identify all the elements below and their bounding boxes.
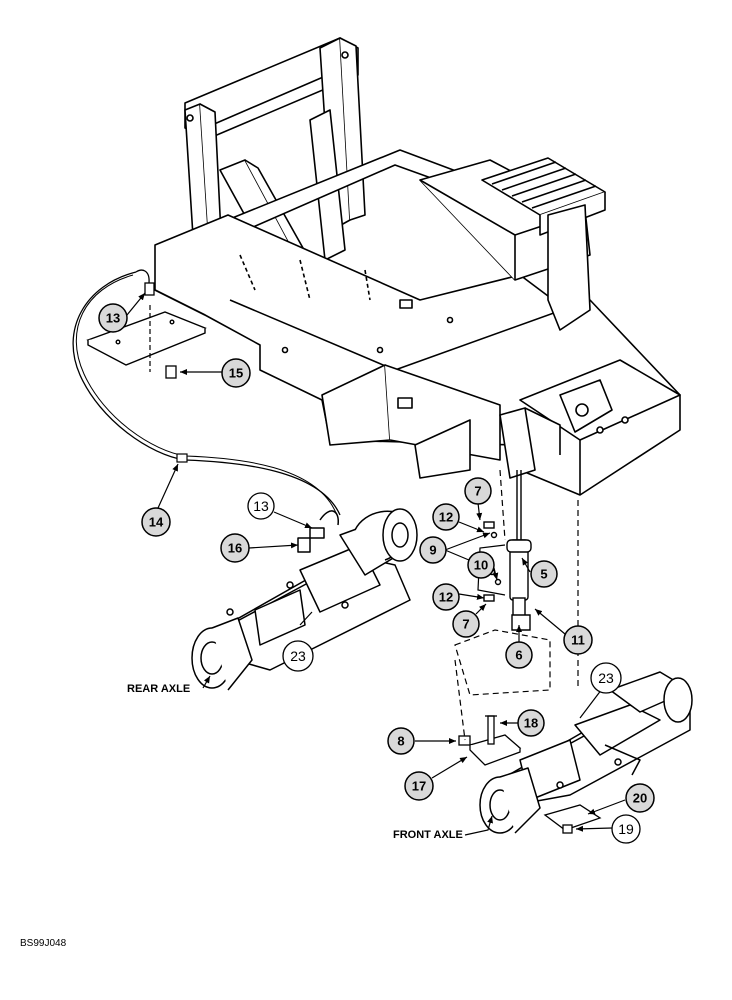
front-axle-label: FRONT AXLE [393,829,463,841]
callout-11: 11 [563,625,593,655]
callout-9-label: 9 [429,543,436,558]
drawing-code: BS99J048 [20,938,67,949]
callout-23-front-label: 23 [598,670,614,686]
callout-13-upper-label: 13 [106,311,120,326]
callout-23-front: 23 [590,662,622,694]
callout-7-upper: 7 [464,477,492,505]
callout-18-label: 18 [524,716,538,731]
callout-23-rear: 23 [282,640,314,672]
callout-7-upper-label: 7 [474,484,481,499]
callout-10: 10 [467,551,495,579]
assembly-lines [454,469,579,741]
rear-axle-assembly [191,508,418,691]
callout-8-label: 8 [397,734,404,749]
callout-20: 20 [625,783,655,813]
callout-23-rear-label: 23 [290,648,306,664]
callout-14: 14 [141,507,171,537]
mounting-plate [86,311,207,366]
callout-7-lower: 7 [452,610,480,638]
fitting-15 [165,365,177,379]
axle-pad [543,804,602,834]
callout-19: 19 [611,814,641,844]
callout-12-upper: 12 [432,503,460,531]
pivot-bracket [458,715,522,766]
callout-5: 5 [530,560,558,588]
callout-13-upper: 13 [98,303,128,333]
callout-13-lower: 13 [247,492,275,520]
callout-12-lower-label: 12 [439,590,453,605]
callout-20-label: 20 [633,791,647,806]
callout-13-lower-label: 13 [253,498,269,514]
callout-6: 6 [505,641,533,669]
callout-12-lower: 12 [432,583,460,611]
callout-7-lower-label: 7 [462,617,469,632]
leader-lines [126,292,626,832]
callout-18: 18 [517,709,545,737]
callout-17-label: 17 [412,779,426,794]
callout-6-label: 6 [515,648,522,663]
callout-11-label: 11 [571,633,585,648]
callout-15: 15 [221,358,251,388]
fitting-13-upper [135,269,155,296]
lube-hose [72,271,341,516]
rear-axle-label: REAR AXLE [127,683,190,695]
callout-16-label: 16 [228,541,242,556]
callout-9: 9 [419,536,447,564]
front-axle-assembly [479,671,693,834]
main-frame [154,37,681,496]
callout-19-label: 19 [618,821,634,837]
callout-16: 16 [220,533,250,563]
callout-8: 8 [387,727,415,755]
callout-10-label: 10 [474,558,488,573]
callout-5-label: 5 [540,567,547,582]
callout-17: 17 [404,771,434,801]
callout-14-label: 14 [149,515,164,530]
callout-15-label: 15 [229,366,243,381]
callout-12-upper-label: 12 [439,510,453,525]
cylinder-assembly [483,470,532,631]
